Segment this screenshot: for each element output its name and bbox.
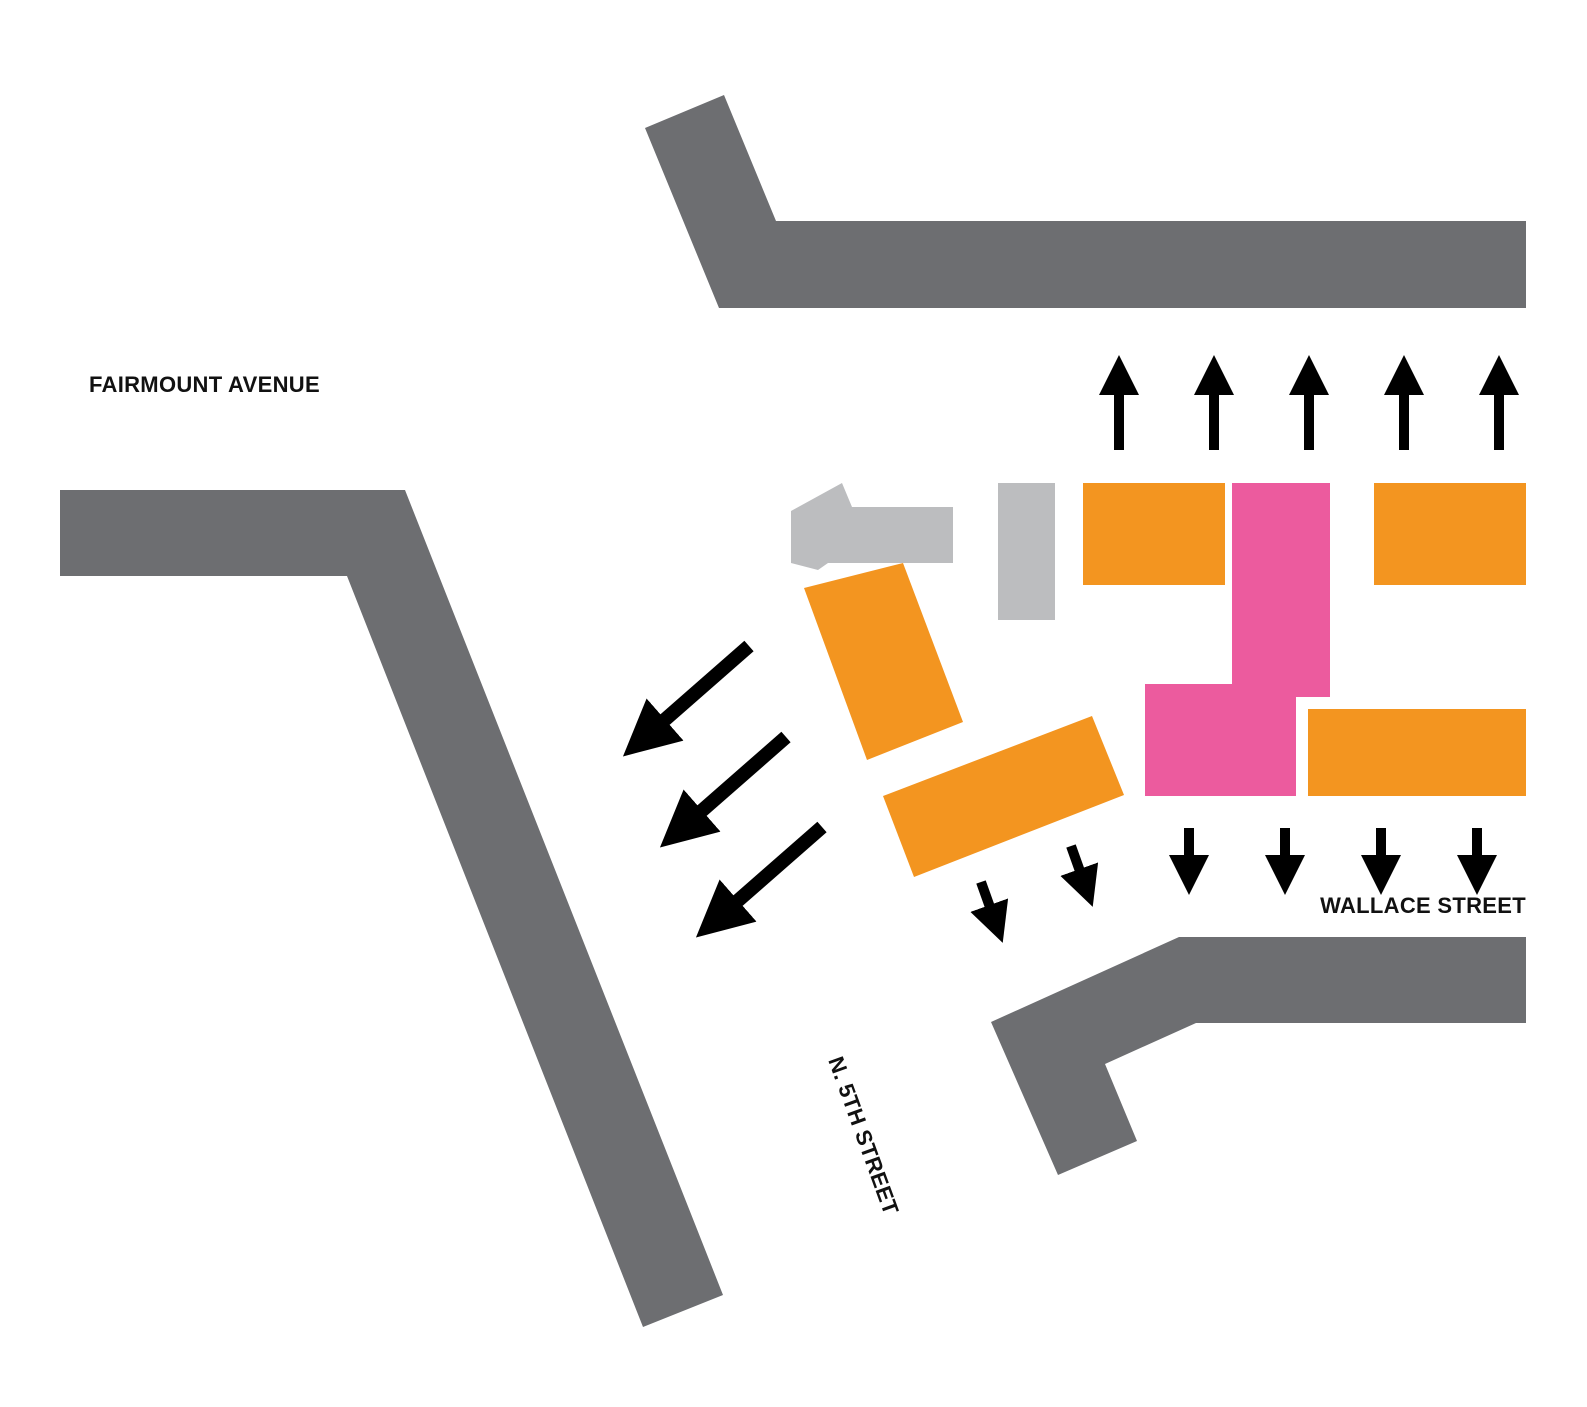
arrows-south [970,828,1497,943]
arrow-down-icon [970,880,1009,943]
arrows-north [1099,355,1519,450]
orange-building-north-1 [1083,483,1225,585]
street-band-south [991,937,1526,1175]
proposed-buildings-orange [804,483,1526,877]
street-band-north [645,95,1526,308]
arrows-southwest [622,640,827,938]
orange-building-south-east [1308,709,1526,796]
street-label-fairmount: FAIRMOUNT AVENUE [89,372,320,397]
street-bands [60,95,1526,1327]
arrow-southwest-icon [659,731,791,848]
street-band-west [60,490,723,1327]
orange-building-diagonal-1 [804,563,963,760]
arrow-southwest-icon [695,821,827,938]
arrow-down-icon [1060,844,1099,907]
pink-building [1145,483,1330,796]
existing-buildings [791,483,1055,620]
street-label-wallace: WALLACE STREET [1320,893,1526,918]
orange-building-diagonal-2 [883,716,1124,877]
existing-building-west [791,483,953,570]
existing-building-east [998,483,1055,620]
orange-building-north-2 [1374,483,1526,585]
arrow-southwest-icon [622,640,754,757]
street-label-n5th: N. 5TH STREET [823,1053,904,1218]
